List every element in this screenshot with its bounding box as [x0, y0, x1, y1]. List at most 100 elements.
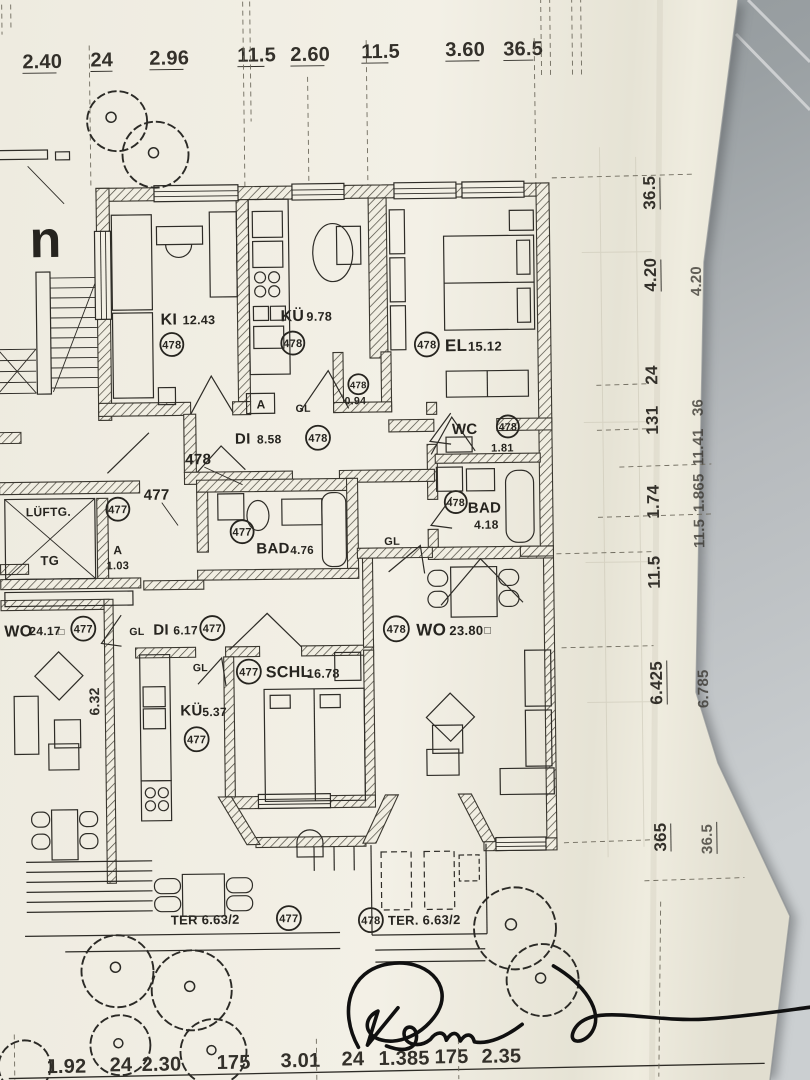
dim-ri-7: 365 [651, 823, 670, 852]
unit-circle-ki [159, 332, 185, 357]
terrace-left [25, 829, 355, 953]
dim-right-leaders [551, 173, 745, 882]
room-label-schl: SCHL [266, 664, 311, 682]
walls-upper-apartment [93, 180, 558, 847]
dim-ro-6: 36.5 [699, 824, 716, 854]
room-label-wc: WC [452, 421, 478, 438]
dim-bot-8: 2.35 [481, 1045, 521, 1067]
furniture [13, 198, 555, 963]
unit-number-schl: 477 [239, 666, 258, 678]
ventilation-shaft: LÜFTG. TG [4, 497, 134, 608]
dim-ri-1: 4.20 [641, 258, 660, 292]
dim-top-underlines [22, 59, 534, 74]
a-door-box [245, 392, 276, 415]
unit-circle-di-upper [305, 424, 331, 451]
dim-bot-0: 1.92 [47, 1056, 87, 1078]
unit-circle-ter-left [275, 905, 302, 932]
unit-circle-wc [495, 414, 520, 439]
paper [0, 0, 790, 1080]
unit-number-ku-upper: 478 [283, 338, 302, 350]
room-area-el: 15.12 [468, 338, 502, 353]
dim-bot-3: 175 [216, 1052, 250, 1074]
unit-circle-shaft [347, 373, 370, 396]
room-area-bad-upper: 4.18 [474, 518, 499, 532]
room-area-shaft: 0.94 [344, 395, 366, 407]
unit-circle-ku-lower [183, 726, 210, 753]
unit-number-di-upper: 478 [308, 433, 327, 445]
room-area-wo-left: 24.17 [29, 624, 61, 638]
dim-top-4: 2.60 [290, 44, 330, 66]
bottom-dimension-row: 1.92 24 2.30 175 3.01 24 1.385 175 2.35 [8, 901, 765, 1080]
dim-bot-2: 2.30 [142, 1053, 182, 1075]
unit-circle-di-lower [199, 615, 226, 641]
walls-lower-apartments [0, 431, 558, 884]
dim-ri-6: 6.425 [647, 661, 667, 705]
room-label-tg: TG [40, 553, 59, 568]
room-area-di-lower: 6.17 [173, 623, 198, 637]
furniture-bad-upper [435, 436, 535, 543]
room-label-ku-lower: KÜ [180, 702, 202, 719]
trees [0, 90, 580, 1080]
dim-ro-2: 11.41 [690, 428, 707, 466]
room-label-wo-left: WO [4, 623, 32, 640]
dim-ri-5: 11.5 [644, 556, 663, 589]
dim-ro-3: 1.865 [690, 473, 707, 512]
a-door-label: A [256, 397, 265, 411]
unit-circle-landing [105, 496, 131, 522]
unit-number-landing: 477 [108, 504, 127, 516]
dim-ro-5: 6.785 [695, 669, 712, 708]
unit-number-wo-right: 478 [387, 624, 406, 636]
furniture-schl [263, 651, 367, 803]
room-area-ku-upper: 9.78 [306, 310, 332, 324]
dim-top-7: 36.5 [503, 38, 543, 60]
unit-number-el: 478 [417, 339, 436, 351]
room-label-a-closet: A [113, 543, 122, 557]
tile-grout-line [746, 0, 810, 64]
eave-line [27, 165, 65, 205]
room-label-lueftg: LÜFTG. [26, 504, 71, 520]
room-label-wo-right: WO [416, 620, 446, 639]
room-area-schl: 16.78 [307, 667, 340, 681]
signature [346, 961, 810, 1052]
dim-ri-2: 24 [642, 365, 661, 385]
room-area-di-upper: 8.58 [257, 432, 282, 446]
unit-number-ter-right: 478 [361, 915, 380, 927]
dim-top-5: 11.5 [361, 41, 400, 63]
furniture-bad-lower [217, 491, 348, 568]
room-label-bad-upper: BAD [468, 500, 502, 517]
room-area-wc: 1.81 [491, 442, 514, 454]
windows-upper [93, 180, 525, 321]
right-dimension-column: 36.5 4.20 24 131 1.74 11.5 6.425 365 4.2… [551, 173, 745, 882]
room-label-ter-left: TER 6.63/2 [171, 912, 240, 928]
room-area-ku-lower: 5.37 [202, 705, 227, 719]
top-dimension-row: 2.40 24 2.96 11.5 2.60 11.5 3.60 36.5 [1, 0, 583, 190]
furniture-el [388, 209, 536, 398]
furniture-wo-right [425, 565, 555, 796]
title-letter-fragment: n [29, 211, 62, 269]
dim-ri-0: 36.5 [640, 176, 659, 210]
bleed-through-lines [581, 147, 658, 858]
room-suffix-wo-right: □ [484, 625, 491, 637]
gl-label-wo-left: GL [129, 626, 145, 638]
dim-bot-1: 24 [110, 1054, 134, 1076]
dim-top-2: 2.96 [149, 47, 189, 69]
paper-crease [649, 0, 663, 1080]
hall-lower-label: 477 [144, 487, 170, 504]
tile-grout-line [734, 32, 810, 112]
construction-lines-bottom [13, 901, 662, 1080]
door-marks [100, 369, 524, 686]
gl-label-mid: GL [384, 536, 400, 548]
unit-number-bad-upper: 478 [447, 497, 466, 509]
unit-circle-wo-left [70, 615, 97, 642]
dim-ri-3: 131 [643, 406, 662, 435]
dim-wo-left-depth: 6.32 [86, 687, 102, 715]
dim-ri-4: 1.74 [644, 484, 663, 518]
room-area-ki: 12.43 [182, 313, 215, 327]
unit-circle-ku-upper [280, 330, 306, 356]
dim-ro-0: 4.20 [688, 266, 705, 296]
unit-number-bad-lower: 477 [232, 527, 251, 539]
room-area-wo-right: 23.80 [449, 623, 483, 638]
dim-bot-4: 3.01 [280, 1050, 320, 1072]
furniture-wo-left [13, 651, 99, 861]
